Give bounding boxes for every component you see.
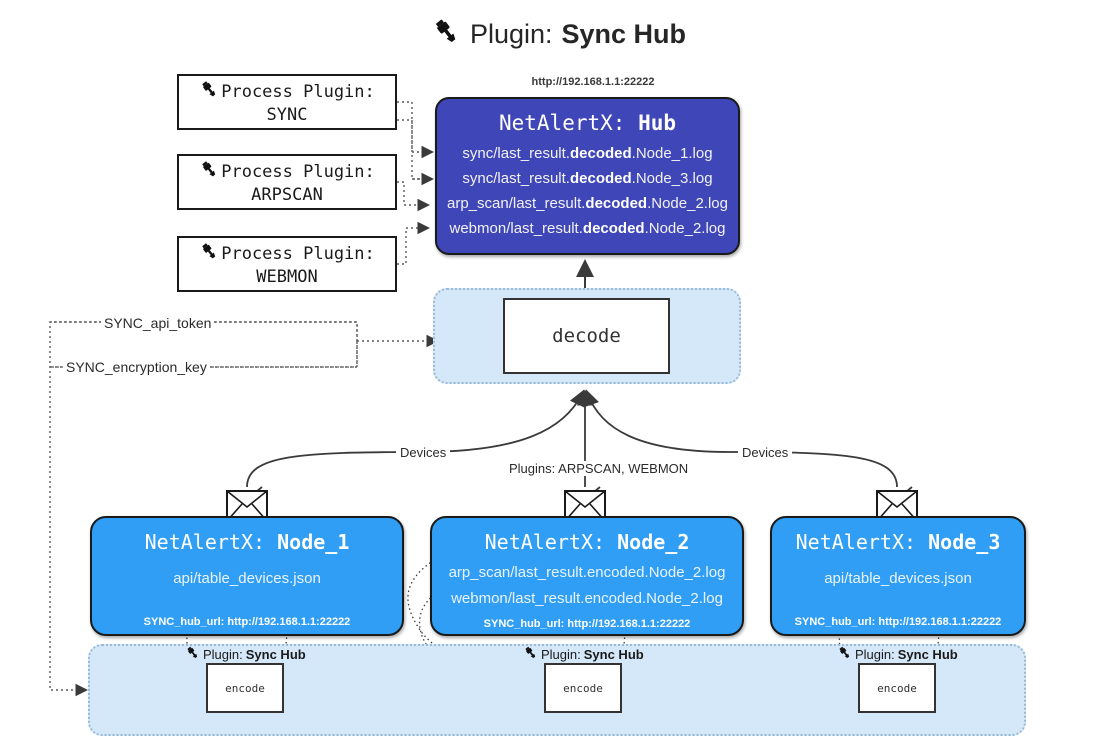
plug-icon: [199, 79, 219, 104]
edge-label-devices-left: Devices: [396, 445, 451, 460]
encoder-plugin-label-2: Plugin: Sync Hub: [523, 645, 644, 663]
encode-label: encode: [563, 681, 603, 695]
encode-box-1[interactable]: encode: [206, 663, 284, 713]
hub-log-row: arp_scan/last_result.decoded.Node_2.log: [447, 195, 728, 212]
process-plugin-arpscan[interactable]: Process Plugin: ARPSCAN: [177, 154, 397, 210]
edge-label-devices-right: Devices: [738, 445, 793, 460]
title-prefix: Plugin:: [469, 19, 553, 49]
hub-card[interactable]: NetAlertX: Hub sync/last_result.decoded.…: [435, 97, 740, 255]
process-plugin-name: SYNC: [266, 105, 308, 125]
encoder-label-name: Sync Hub: [897, 646, 958, 662]
node-footer: SYNC_hub_url: http://192.168.1.1:22222: [794, 616, 1002, 628]
hub-log-row: webmon/last_result.decoded.Node_2.log: [449, 220, 726, 237]
node-card-node-3[interactable]: NetAlertX: Node_3 api/table_devices.json…: [770, 516, 1026, 636]
encoder-plugin-label-1: Plugin: Sync Hub: [185, 645, 306, 663]
node-title: NetAlertX: Node_1: [144, 530, 350, 554]
encoder-label-name: Sync Hub: [583, 646, 644, 662]
process-plugin-name: WEBMON: [256, 267, 318, 287]
plug-icon: [837, 645, 852, 663]
plug-icon: [431, 16, 461, 53]
encoder-plugin-label-3: Plugin: Sync Hub: [837, 645, 958, 663]
page-title: Plugin: Sync Hub: [0, 16, 1117, 53]
sync-encryption-key-label: SYNC_encryption_key: [63, 359, 210, 375]
node-resource-line: api/table_devices.json: [173, 570, 321, 587]
process-plugin-label: Process Plugin:: [221, 243, 375, 264]
encode-label: encode: [877, 681, 917, 695]
node-resource-line: api/table_devices.json: [824, 570, 972, 587]
hub-log-row: sync/last_result.decoded.Node_1.log: [462, 145, 713, 162]
encode-label: encode: [225, 681, 265, 695]
node-resource-line: arp_scan/last_result.encoded.Node_2.log: [448, 564, 726, 581]
plug-icon: [199, 159, 219, 184]
encoder-label-prefix: Plugin:: [855, 646, 895, 662]
node-title: NetAlertX: Node_3: [795, 530, 1001, 554]
process-plugin-label: Process Plugin:: [221, 161, 375, 182]
encode-box-2[interactable]: encode: [544, 663, 622, 713]
process-plugin-name: ARPSCAN: [251, 185, 323, 205]
hub-log-row: sync/last_result.decoded.Node_3.log: [462, 170, 713, 187]
sync-api-token-label: SYNC_api_token: [101, 315, 215, 331]
node-footer: SYNC_hub_url: http://192.168.1.1:22222: [483, 618, 691, 630]
process-plugin-sync[interactable]: Process Plugin: SYNC: [177, 74, 397, 130]
plug-icon: [185, 645, 200, 663]
plug-icon: [199, 241, 219, 266]
encoder-label-prefix: Plugin:: [203, 646, 243, 662]
node-title: NetAlertX: Node_2: [484, 530, 690, 554]
node-footer: SYNC_hub_url: http://192.168.1.1:22222: [143, 616, 351, 628]
decode-box[interactable]: decode: [503, 298, 670, 374]
edge-label-plugins-center: Plugins: ARPSCAN, WEBMON: [505, 461, 693, 476]
process-plugin-webmon[interactable]: Process Plugin: WEBMON: [177, 236, 397, 292]
decode-label: decode: [552, 325, 621, 347]
hub-url-label: http://192.168.1.1:22222: [531, 76, 655, 88]
process-plugin-label: Process Plugin:: [221, 81, 375, 102]
node-card-node-1[interactable]: NetAlertX: Node_1 api/table_devices.json…: [90, 516, 404, 636]
node-card-node-2[interactable]: NetAlertX: Node_2 arp_scan/last_result.e…: [430, 516, 744, 636]
hub-log-list: sync/last_result.decoded.Node_1.log sync…: [437, 141, 738, 241]
plug-icon: [523, 645, 538, 663]
hub-title: NetAlertX: Hub: [498, 111, 677, 135]
node-resource-line: webmon/last_result.encoded.Node_2.log: [451, 590, 723, 607]
title-plugin-name: Sync Hub: [561, 19, 687, 49]
encoder-label-prefix: Plugin:: [541, 646, 581, 662]
encoder-label-name: Sync Hub: [245, 646, 306, 662]
encode-box-3[interactable]: encode: [858, 663, 936, 713]
